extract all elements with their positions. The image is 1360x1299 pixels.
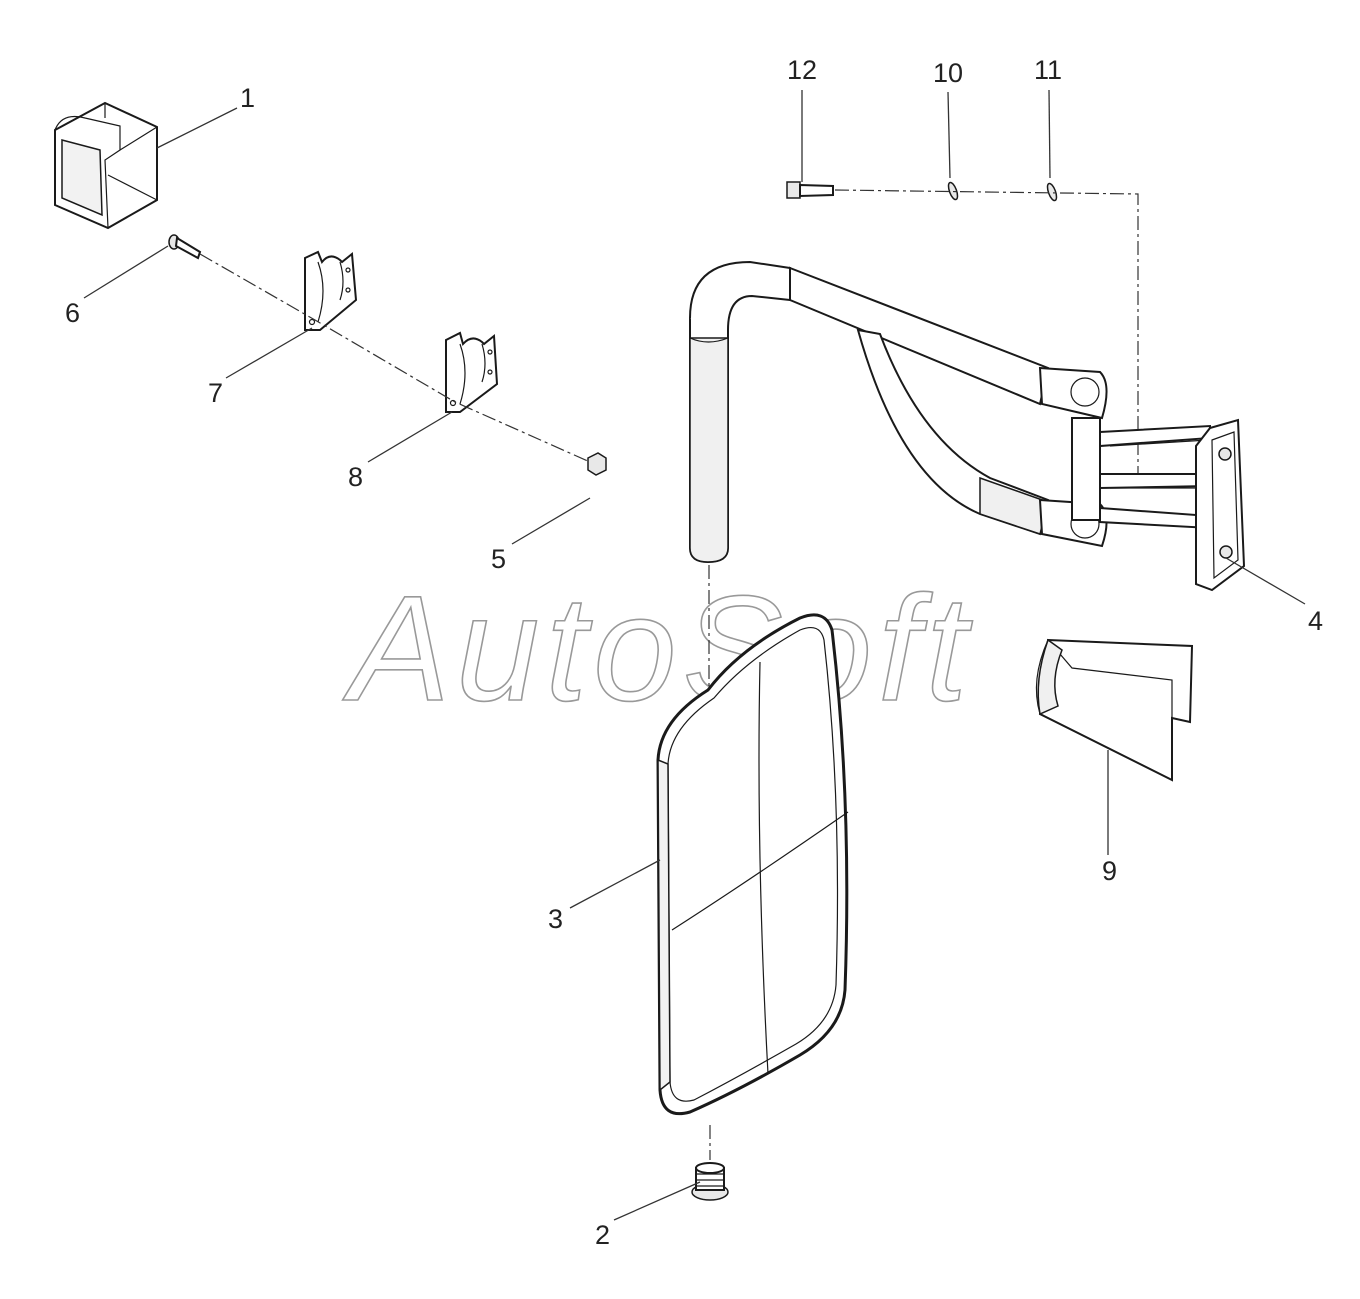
part-11-washer xyxy=(1046,182,1058,202)
callout-6: 6 xyxy=(65,298,80,328)
part-1-bracket-cover xyxy=(54,101,158,230)
axis-clamp-assembly xyxy=(199,253,591,463)
leader-10 xyxy=(947,91,951,179)
leader-4 xyxy=(1225,557,1306,605)
part-8-clamp xyxy=(445,331,499,413)
part-12-bolt xyxy=(786,181,834,199)
callout-12: 12 xyxy=(787,55,817,85)
part-3-mirror-head xyxy=(656,613,849,1116)
leader-11 xyxy=(1048,89,1051,179)
part-9-folded-cover xyxy=(1035,638,1194,782)
part-5-nut xyxy=(587,452,607,476)
part-7-clamp xyxy=(304,250,358,331)
callout-2: 2 xyxy=(595,1220,610,1250)
part-2-cap-plug xyxy=(691,1162,729,1201)
callout-1: 1 xyxy=(240,83,255,113)
watermark: AutoSoft xyxy=(342,564,973,732)
callout-11: 11 xyxy=(1034,55,1062,85)
axis-bolt xyxy=(834,189,1195,479)
leader-1 xyxy=(156,107,238,149)
callout-4: 4 xyxy=(1308,606,1323,636)
callout-8: 8 xyxy=(348,462,363,492)
leader-5 xyxy=(511,497,591,545)
leader-3 xyxy=(569,859,661,909)
callout-9: 9 xyxy=(1102,856,1117,886)
leader-8 xyxy=(367,411,453,463)
callout-3: 3 xyxy=(548,904,563,934)
callout-5: 5 xyxy=(491,544,506,574)
part-6-screw xyxy=(168,234,202,260)
leader-7 xyxy=(225,327,313,379)
callout-10: 10 xyxy=(933,58,963,88)
leader-2 xyxy=(613,1181,701,1221)
leader-6 xyxy=(83,245,169,299)
part-4-mirror-arm xyxy=(689,260,1246,592)
callout-7: 7 xyxy=(208,378,223,408)
